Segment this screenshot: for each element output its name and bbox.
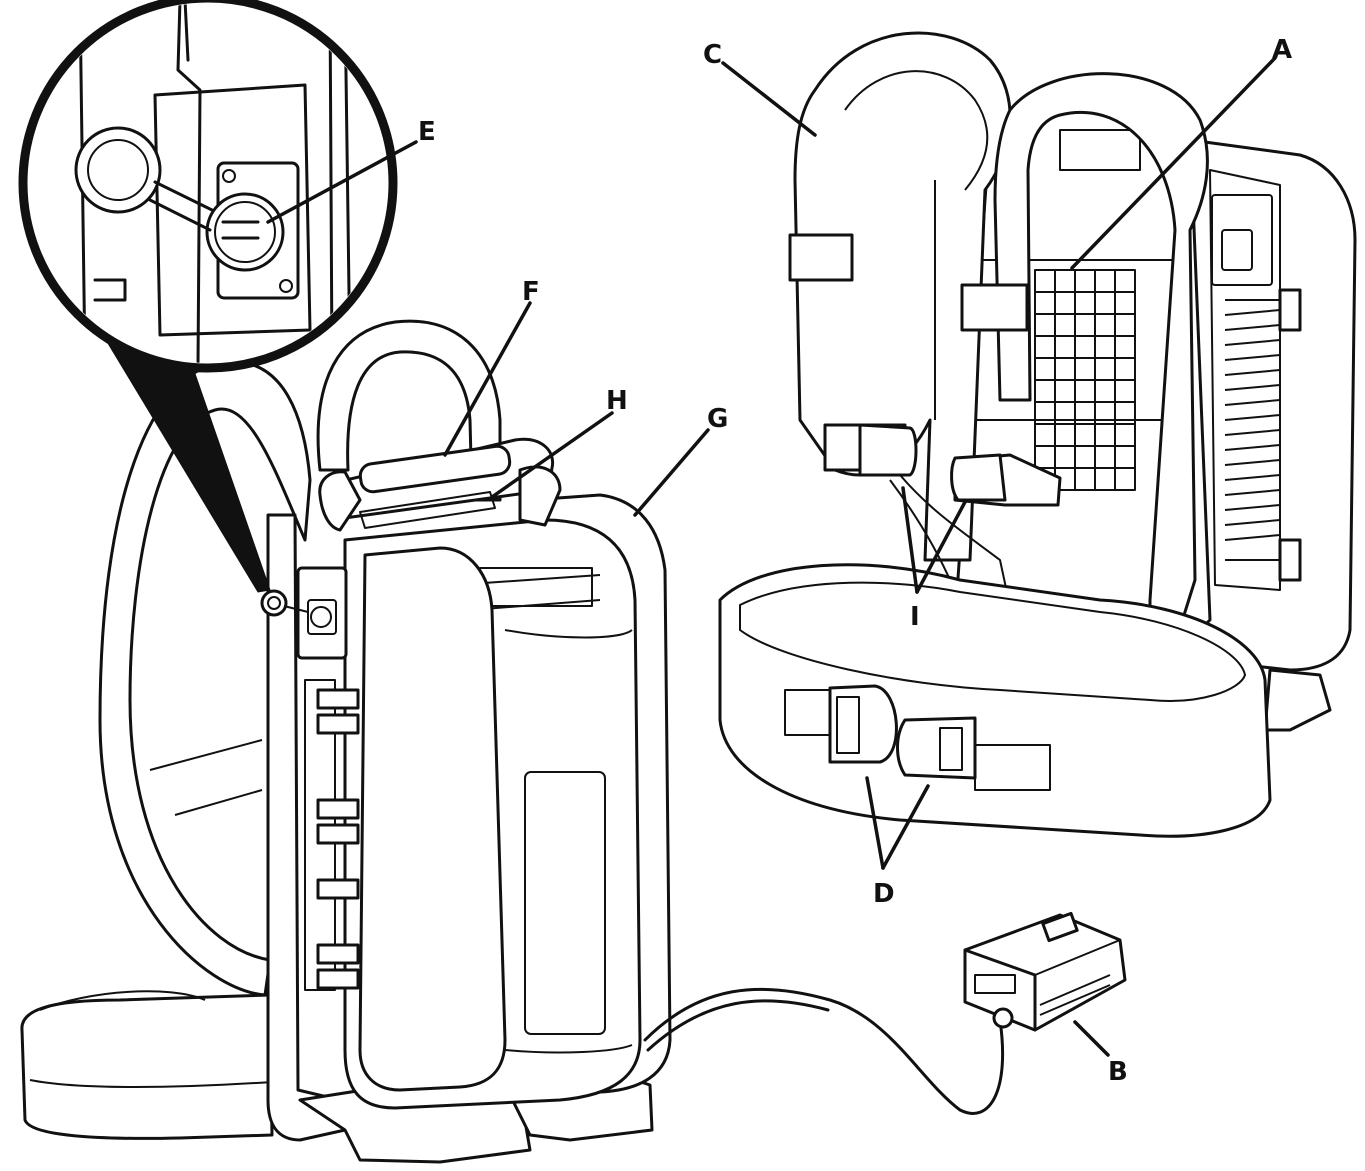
battery-adapter	[643, 911, 1127, 1115]
chest-strap-buckles	[823, 423, 1062, 631]
callout-label-i: I	[910, 602, 920, 632]
battery-front-panel	[358, 546, 507, 1092]
callout-label-e: E	[418, 117, 436, 147]
shoulder-strap-right	[993, 72, 1209, 672]
callout-label-d: D	[873, 879, 895, 909]
callout-label-b: B	[1108, 1057, 1128, 1087]
connector-plate	[296, 566, 348, 660]
battery-rear	[1188, 138, 1357, 672]
callout-label-c: C	[703, 40, 722, 70]
hip-belt	[718, 563, 1272, 838]
callout-label-h: H	[606, 386, 628, 416]
left-backpack	[20, 319, 672, 1164]
mesh-panel	[1034, 269, 1136, 491]
front-shoulder-strap	[316, 319, 502, 502]
callout-label-a: A	[1272, 35, 1292, 65]
callout-label-g: G	[707, 404, 728, 434]
connector-inset	[18, 0, 398, 593]
callout-labels: A B C D E F G H I	[418, 35, 1292, 1087]
battery-rear-vents	[1224, 288, 1302, 582]
battery-window	[524, 771, 606, 1035]
callout-leaders	[266, 56, 1277, 1057]
foot-rear	[1263, 668, 1332, 732]
side-latches	[304, 679, 360, 991]
hip-buckles	[828, 684, 977, 780]
right-backpack	[718, 31, 1357, 838]
top-handle	[318, 437, 562, 532]
adapter-cable	[643, 987, 1005, 1115]
rear-shoulder-strap	[98, 360, 312, 997]
left-hip-belt	[20, 993, 274, 1140]
callout-label-f: F	[522, 277, 540, 307]
